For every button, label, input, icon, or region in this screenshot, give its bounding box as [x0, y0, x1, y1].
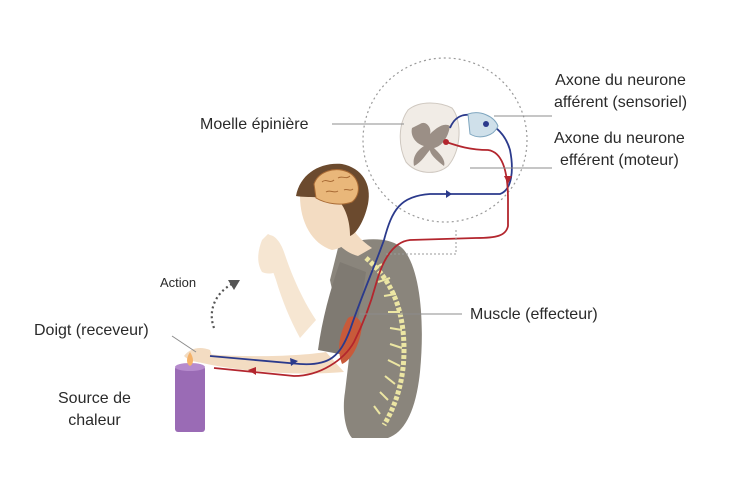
- dorsal-root-ganglion: [467, 112, 499, 138]
- label-efferent-line2: efférent (moteur): [559, 152, 679, 169]
- label-afferent-line2: afférent (sensoriel): [554, 94, 688, 111]
- label-afferent-line1: Axone du neurone: [555, 72, 686, 89]
- muscle-bicep: [339, 316, 362, 364]
- withdrawn-hand: [258, 234, 286, 274]
- candle-flame: [187, 352, 193, 366]
- grey-matter: [411, 122, 450, 166]
- label-efferent-line1: Axone du neurone: [554, 130, 685, 147]
- label-muscle: Muscle (effecteur): [470, 306, 598, 323]
- afferent-arrows: [290, 190, 452, 366]
- magnifier-circle: [362, 57, 528, 223]
- brain: [313, 169, 359, 205]
- label-efferent-axon: Axone du neurone efférent (moteur): [554, 128, 685, 172]
- label-heat-source: Source de chaleur: [58, 388, 131, 432]
- label-heat-line1: Source de: [58, 390, 131, 407]
- action-motion-arrow: [210, 283, 233, 329]
- efferent-arrows: [248, 176, 512, 375]
- candle-body: [175, 366, 205, 432]
- label-action: Action: [160, 275, 197, 290]
- spine-ribs: [371, 263, 403, 415]
- label-spinal-cord: Moelle épinière: [200, 116, 309, 133]
- label-heat-line2: chaleur: [68, 412, 121, 429]
- efferent-pathway: [213, 141, 509, 377]
- label-finger: Doigt (receveur): [34, 322, 149, 339]
- spine: [364, 256, 407, 427]
- magnifier-connector: [386, 230, 457, 255]
- ganglion-cell: [483, 121, 489, 127]
- action-arrowhead-icon: [228, 280, 240, 290]
- leader-finger: [171, 335, 197, 353]
- label-afferent-axon: Axone du neurone afférent (sensoriel): [554, 70, 687, 114]
- candle-top: [175, 363, 205, 371]
- brain-folds: [321, 175, 354, 193]
- motor-neuron-cell: [443, 139, 449, 145]
